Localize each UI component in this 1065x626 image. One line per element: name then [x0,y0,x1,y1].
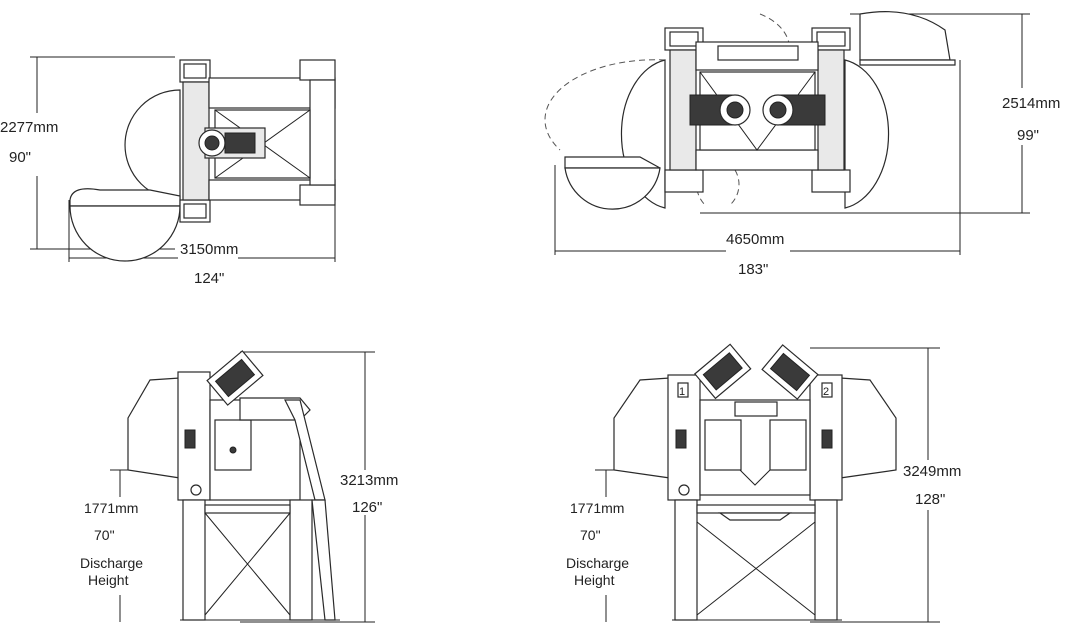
top-single-machine [69,59,336,262]
side-double-height-label: Height [574,572,615,588]
top-single-width-mm: 3150mm [180,241,238,258]
top-view-double: 2514mm 99" 4650mm 183" [544,11,1060,278]
column-badge-1 [677,382,689,398]
side-view-single: 3213mm 126" 1771mm 70" Discharge Height [80,350,398,623]
top-single-width-in: 124" [194,270,224,287]
top-single-height-mm: 2277mm [0,119,58,136]
column-badge-2 [821,382,833,398]
side-single-discharge-mm: 1771mm [84,500,138,516]
side-view-double: 3249mm 128" 1771mm 70" Discharge Height … [566,343,961,623]
side-single-machine [127,350,340,621]
top-double-machine [544,11,956,210]
side-double-discharge-in: 70" [580,527,601,543]
top-view-single: 2277mm 90" 3150mm 124" [0,56,336,287]
side-double-height-mm: 3249mm [903,463,961,480]
side-single-discharge-label: Discharge [80,555,143,571]
side-single-height-in: 126" [352,499,382,516]
top-single-height-in: 90" [9,149,31,166]
column-badge-1-text: 1 [679,386,685,398]
side-single-height-mm: 3213mm [340,472,398,489]
side-single-discharge-in: 70" [94,527,115,543]
top-double-height-mm: 2514mm [1002,95,1060,112]
column-badge-2-text: 2 [823,386,829,398]
side-single-height-label: Height [88,572,129,588]
top-double-width-mm: 4650mm [726,231,784,248]
side-double-discharge-mm: 1771mm [570,500,624,516]
side-double-machine: 1 2 [613,343,897,621]
top-double-height-in: 99" [1017,127,1039,144]
side-double-height-in: 128" [915,491,945,508]
top-double-width-in: 183" [738,261,768,278]
side-double-discharge-label: Discharge [566,555,629,571]
